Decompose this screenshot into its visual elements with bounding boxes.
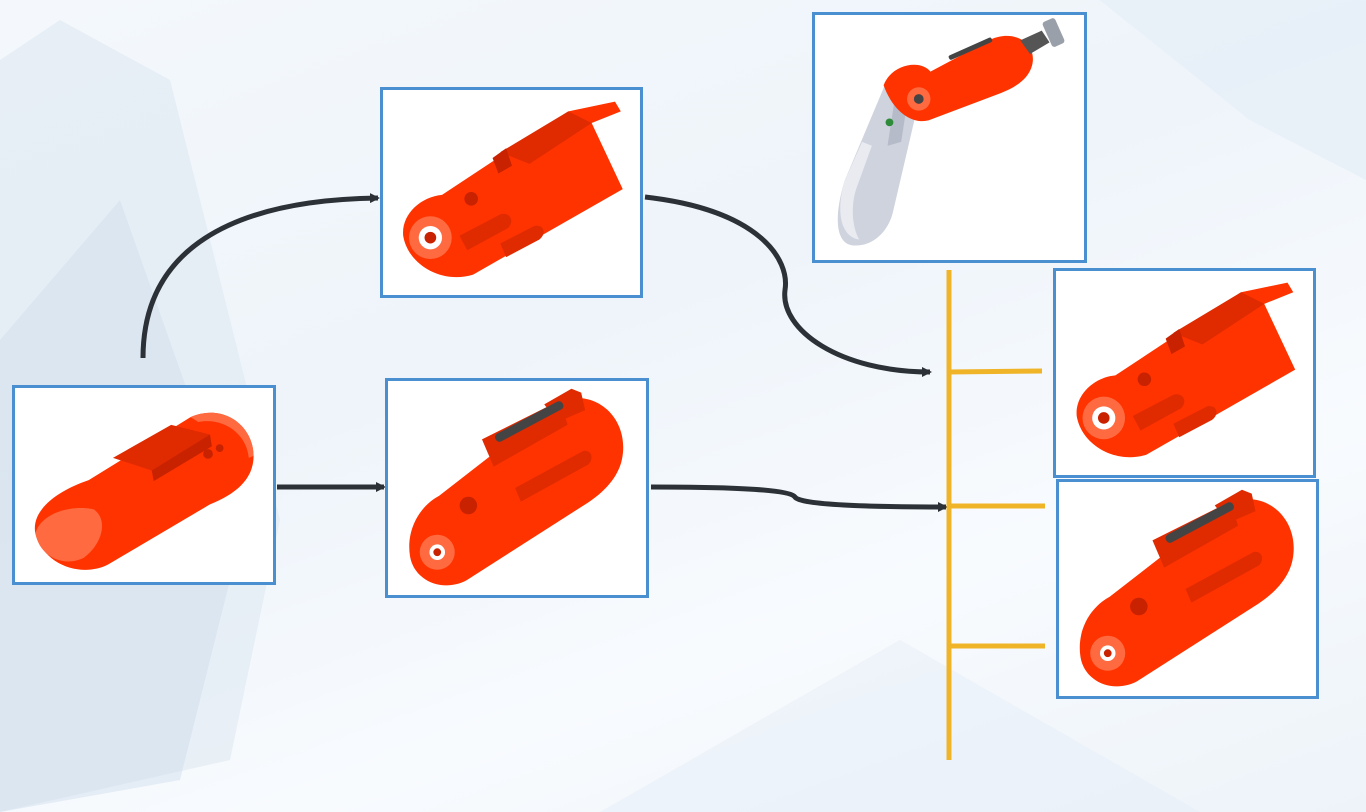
red-slotted-housing-icon (1079, 489, 1294, 687)
red-slotted-housing-icon (409, 388, 624, 586)
node-result-slotted-housing[interactable] (1056, 479, 1319, 699)
node-split-housing-half-top[interactable] (380, 87, 643, 298)
assembled-screwdriver-icon (837, 18, 1065, 246)
red-housing-half-shell-icon (403, 101, 623, 278)
node-raw-blank-tube[interactable] (12, 385, 276, 585)
node-result-housing-half[interactable] (1053, 268, 1316, 478)
red-tube-blank-part-icon (34, 412, 254, 570)
node-slotted-housing-bottom[interactable] (385, 378, 649, 598)
node-assembled-screwdriver[interactable] (812, 12, 1087, 263)
red-housing-half-shell-icon (1076, 282, 1296, 458)
